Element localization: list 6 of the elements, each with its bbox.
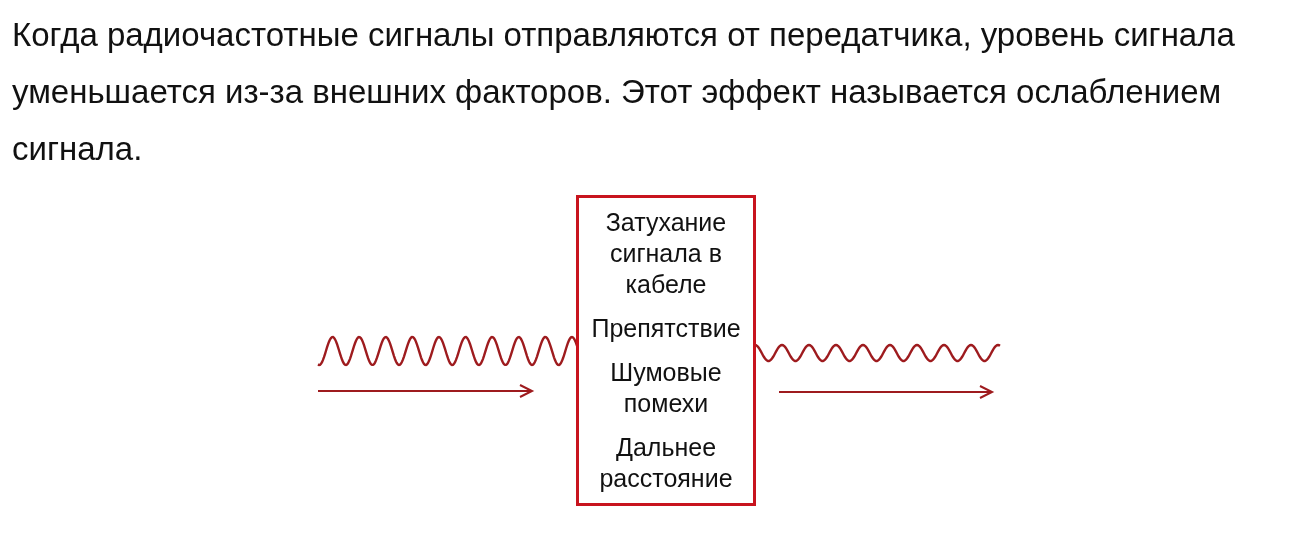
attenuation-factors-box: [576, 195, 756, 506]
factor-label: Затухание сигнала в кабеле: [604, 207, 728, 300]
description-paragraph: Когда радиочастотные сигналы отправляются от передатчика, уровень сигнала уменьшается из-за внешних факторов. Этот эффект называется ослаблением сигнала.: [12, 15, 1236, 169]
factor-label: Шумовые помехи: [609, 357, 723, 419]
factor-label: Препятствие: [590, 313, 742, 344]
factor-label: Дальнее расстояние: [598, 432, 734, 494]
